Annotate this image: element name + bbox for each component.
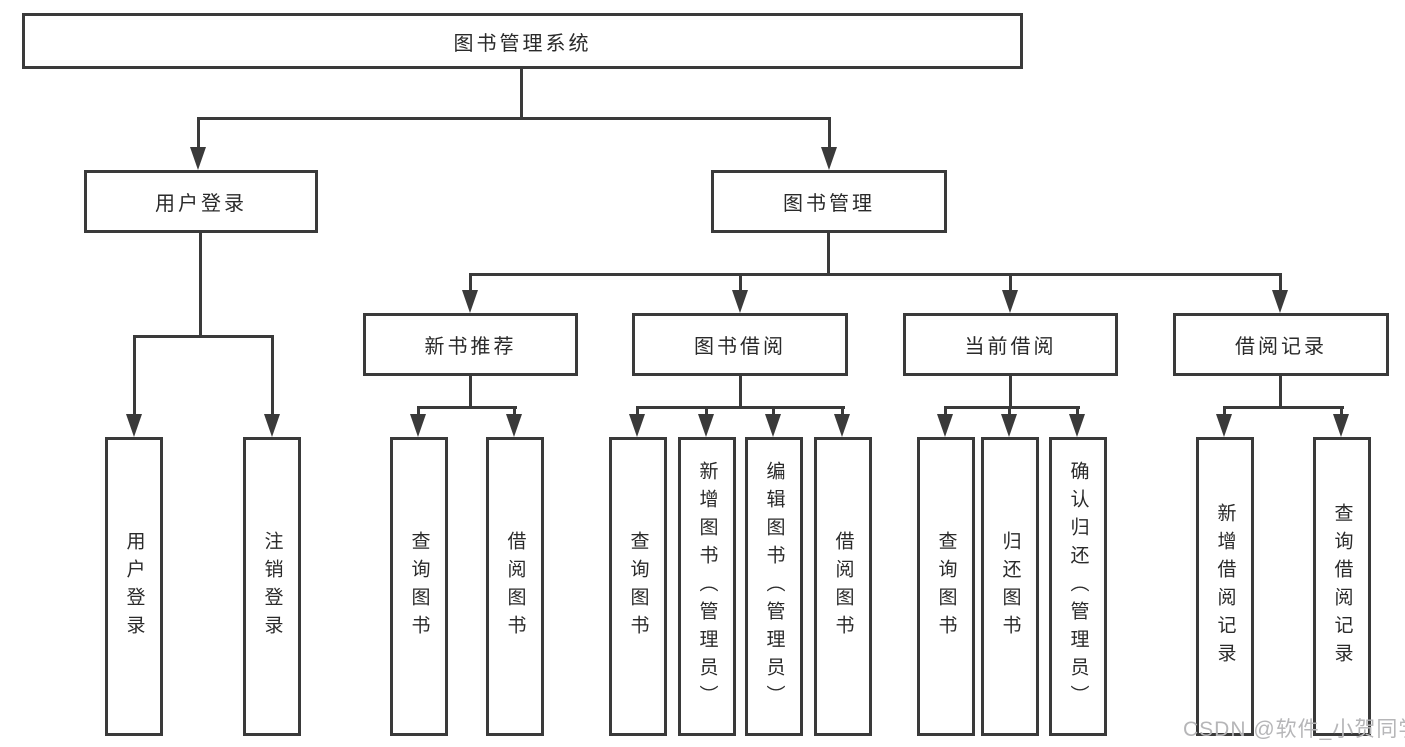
leaf-label: 新增借阅记录 (1214, 502, 1236, 671)
leaf-borrow-books-2: 借阅图书 (814, 437, 872, 736)
connector-root-stem (520, 69, 523, 120)
arrowhead-sec2-leaf-4 (834, 414, 850, 437)
leaf-confirm-return-admin: 确认归还（管理员） (1049, 437, 1107, 736)
connector-sec3-stem (1009, 376, 1012, 409)
arrowhead-sec3-leaf-2 (1001, 414, 1017, 437)
connector-level2-drop-right (828, 117, 831, 150)
arrowhead-book-borrow (732, 290, 748, 313)
node-library-management-system: 图书管理系统 (22, 13, 1023, 69)
connector-user-branch-hbar (133, 335, 274, 338)
leaf-label: 新增图书（管理员） (696, 460, 718, 713)
connector-user-branch-stem (199, 233, 202, 338)
arrowhead-leaf-user-login (126, 414, 142, 437)
node-label: 图书管理系统 (453, 32, 592, 55)
leaf-label: 查询图书 (408, 530, 430, 643)
node-label: 借阅记录 (1235, 336, 1327, 358)
leaf-label: 借阅图书 (832, 530, 854, 643)
connector-sec3-drop-1 (944, 406, 947, 417)
leaf-label: 编辑图书（管理员） (763, 460, 785, 713)
connector-sec2-drop-4 (841, 406, 844, 417)
connector-sec3-drop-2 (1008, 406, 1011, 417)
leaf-label: 用户登录 (123, 530, 145, 643)
leaf-label: 查询借阅记录 (1331, 502, 1353, 671)
connector-level3-drop-3 (1009, 273, 1012, 293)
arrowhead-sec3-leaf-1 (937, 414, 953, 437)
connector-sec1-hbar (417, 406, 517, 409)
arrowhead-sec4-leaf-2 (1333, 414, 1349, 437)
arrowhead-user-login-branch (190, 147, 206, 170)
node-label: 用户登录 (155, 193, 247, 215)
leaf-add-books-admin: 新增图书（管理员） (678, 437, 736, 736)
connector-sec2-stem (739, 376, 742, 409)
arrowhead-leaf-logout (264, 414, 280, 437)
arrowhead-new-book-recommend (462, 290, 478, 313)
connector-sec2-drop-2 (705, 406, 708, 417)
node-label: 图书管理 (783, 193, 875, 215)
leaf-logout: 注销登录 (243, 437, 301, 736)
node-book-borrow: 图书借阅 (632, 313, 848, 376)
arrowhead-sec3-leaf-3 (1069, 414, 1085, 437)
connector-level3-drop-2 (739, 273, 742, 293)
leaf-return-books: 归还图书 (981, 437, 1039, 736)
leaf-label: 借阅图书 (504, 530, 526, 643)
connector-sec2-hbar (636, 406, 845, 409)
connector-sec4-drop-2 (1340, 406, 1343, 417)
leaf-query-books-2: 查询图书 (609, 437, 667, 736)
connector-sec1-drop-2 (513, 406, 516, 417)
leaf-query-borrow-record: 查询借阅记录 (1313, 437, 1371, 736)
connector-sec1-stem (469, 376, 472, 409)
leaf-query-books-3: 查询图书 (917, 437, 975, 736)
arrowhead-current-borrow (1002, 290, 1018, 313)
arrowhead-sec2-leaf-1 (629, 414, 645, 437)
connector-book-branch-stem (827, 233, 830, 276)
leaf-label: 确认归还（管理员） (1067, 460, 1089, 713)
connector-level3-drop-4 (1279, 273, 1282, 293)
node-label: 新书推荐 (424, 336, 517, 358)
connector-level2-hbar (197, 117, 831, 120)
connector-sec4-hbar (1223, 406, 1344, 409)
node-user-login-branch: 用户登录 (84, 170, 318, 233)
arrowhead-sec2-leaf-3 (765, 414, 781, 437)
leaf-user-login: 用户登录 (105, 437, 163, 736)
connector-sec2-drop-3 (772, 406, 775, 417)
connector-user-drop-1 (133, 335, 136, 417)
connector-level3-drop-1 (469, 273, 472, 293)
connector-sec4-drop-1 (1223, 406, 1226, 417)
arrowhead-sec2-leaf-2 (698, 414, 714, 437)
arrowhead-sec4-leaf-1 (1216, 414, 1232, 437)
arrowhead-sec1-leaf-1 (410, 414, 426, 437)
leaf-label: 查询图书 (627, 530, 649, 643)
leaf-query-books-1: 查询图书 (390, 437, 448, 736)
leaf-label: 查询图书 (935, 530, 957, 643)
arrowhead-book-management-branch (821, 147, 837, 170)
connector-sec4-stem (1279, 376, 1282, 409)
connector-sec1-drop-1 (417, 406, 420, 417)
node-label: 当前借阅 (964, 336, 1057, 358)
node-current-borrow: 当前借阅 (903, 313, 1118, 376)
connector-level3-hbar (469, 273, 1282, 276)
connector-level2-drop-left (197, 117, 200, 150)
node-new-book-recommend: 新书推荐 (363, 313, 578, 376)
node-book-management-branch: 图书管理 (711, 170, 947, 233)
arrowhead-borrow-records (1272, 290, 1288, 313)
arrowhead-sec1-leaf-2 (506, 414, 522, 437)
connector-user-drop-2 (271, 335, 274, 417)
node-borrow-records: 借阅记录 (1173, 313, 1389, 376)
leaf-edit-books-admin: 编辑图书（管理员） (745, 437, 803, 736)
leaf-label: 归还图书 (999, 530, 1021, 643)
leaf-label: 注销登录 (261, 530, 283, 643)
connector-sec2-drop-1 (636, 406, 639, 417)
leaf-borrow-books-1: 借阅图书 (486, 437, 544, 736)
node-label: 图书借阅 (694, 336, 786, 358)
connector-sec3-hbar (944, 406, 1080, 409)
leaf-add-borrow-record: 新增借阅记录 (1196, 437, 1254, 736)
watermark-text: CSDN @软件_小贺同学 (1183, 718, 1405, 741)
connector-sec3-drop-3 (1076, 406, 1079, 417)
